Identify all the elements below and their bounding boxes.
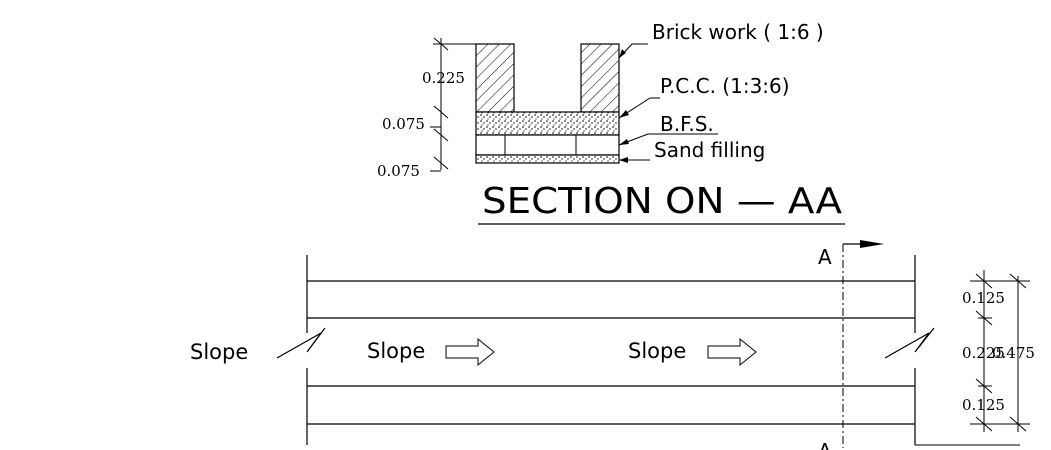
brick-wall-right — [580, 43, 620, 113]
break-left — [276, 327, 326, 359]
label-bfs: B.F.S. — [660, 112, 714, 136]
arrow-right-icon — [860, 240, 884, 248]
dim-plan-mid: 0.225 — [962, 344, 1005, 362]
bfs-layer — [475, 134, 620, 156]
plan-view: A A Slope Slope Slope 0.125 0.225 0.475 … — [190, 240, 1035, 450]
slope-label-left: Slope — [190, 340, 248, 364]
label-brick: Brick work ( 1:6 ) — [652, 20, 824, 44]
section-mark-top: A — [818, 245, 832, 269]
slope-arrow-icon — [445, 337, 495, 367]
sand-layer — [475, 154, 620, 164]
slope-label-mid: Slope — [367, 339, 425, 363]
leader-bfs — [618, 133, 718, 146]
dim-plan-overall: 0.475 — [992, 344, 1035, 362]
dim-225: 0.225 — [422, 69, 465, 87]
section-view: Brick work ( 1:6 ) P.C.C. (1:3:6) B.F.S.… — [377, 20, 845, 225]
slope-label-right: Slope — [628, 339, 686, 363]
dim-plan-top: 0.125 — [962, 289, 1005, 307]
dim-075-top: 0.075 — [382, 115, 425, 133]
slope-arrow-icon — [707, 337, 757, 367]
dim-plan-bottom: 0.125 — [962, 396, 1005, 414]
pcc-layer — [475, 111, 620, 136]
break-right — [884, 327, 935, 359]
label-pcc: P.C.C. (1:3:6) — [660, 74, 790, 98]
label-sand: Sand filling — [654, 138, 765, 162]
section-mark-bottom: A — [818, 439, 832, 450]
brick-wall-left — [475, 43, 515, 113]
section-title: SECTION ON — AA — [482, 181, 842, 222]
leader-pcc — [618, 97, 660, 119]
dim-075-bottom: 0.075 — [377, 162, 420, 180]
